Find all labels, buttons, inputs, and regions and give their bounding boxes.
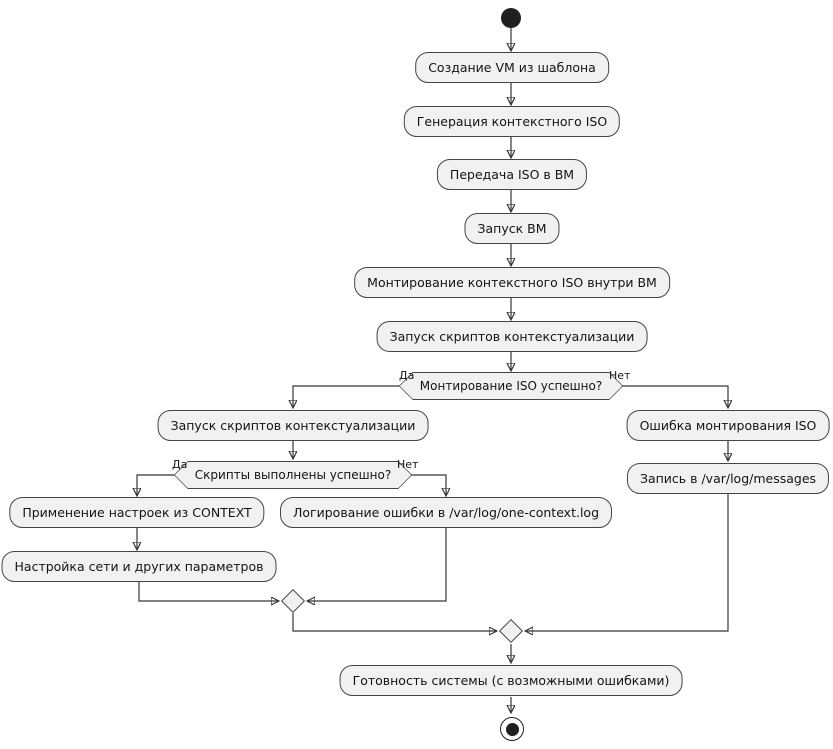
- decision-mount-ok-question: Монтирование ISO успешно?: [400, 373, 622, 399]
- activity-run-scripts-branch: Запуск скриптов контекстуализации: [157, 410, 429, 441]
- decision-scripts-ok: Скрипты выполнены успешно?: [174, 461, 412, 489]
- activity-network-setup: Настройка сети и других параметров: [1, 551, 277, 582]
- activity-log-error: Логирование ошибки в /var/log/one-contex…: [279, 497, 613, 528]
- decision-scripts-ok-question: Скрипты выполнены успешно?: [175, 462, 411, 488]
- activity-transfer-iso: Передача ISO в ВМ: [436, 159, 588, 190]
- decision-mount-ok: Монтирование ISO успешно?: [399, 372, 623, 400]
- branch-label-no: Нет: [609, 369, 631, 382]
- activity-mount-iso: Монтирование контекстного ISO внутри ВМ: [354, 267, 670, 298]
- branch-label-yes: Да: [399, 369, 415, 382]
- activity-mount-error: Ошибка монтирования ISO: [626, 410, 830, 441]
- branch-label-no: Нет: [397, 458, 419, 471]
- activity-system-ready: Готовность системы (с возможными ошибкам…: [339, 665, 683, 696]
- activity-create-vm: Создание VM из шаблона: [415, 52, 609, 83]
- activity-start-vm: Запуск ВМ: [464, 213, 560, 244]
- activity-write-messages: Запись в /var/log/messages: [626, 463, 830, 494]
- activity-run-scripts: Запуск скриптов контекстуализации: [376, 321, 648, 352]
- activity-apply-context: Применение настроек из CONTEXT: [9, 497, 265, 528]
- end-node-dot: [505, 722, 519, 736]
- end-node: [500, 717, 524, 741]
- branch-label-yes: Да: [172, 458, 188, 471]
- start-node: [501, 8, 521, 28]
- activity-generate-iso: Генерация контекстного ISO: [403, 106, 621, 137]
